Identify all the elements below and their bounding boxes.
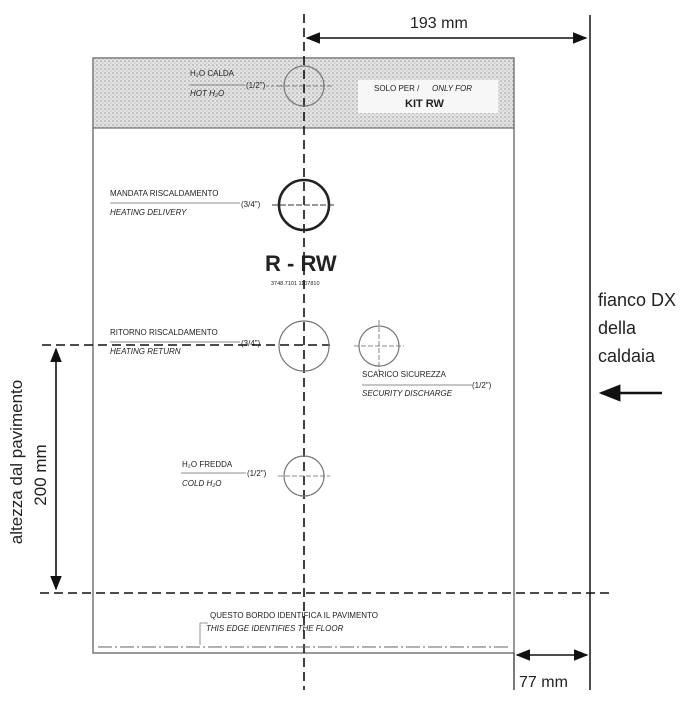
cold-water-size: (1/2") [247, 469, 267, 478]
cold-water-label-en: COLD H₂O [182, 479, 222, 488]
dimension-200-label: 200 mm [31, 444, 50, 505]
solo-per-label: SOLO PER / [374, 84, 420, 93]
heating-delivery-label-it: MANDATA RISCALDAMENTO [110, 189, 218, 198]
heating-delivery-size: (3/4") [241, 200, 261, 209]
dimension-77-label: 77 mm [519, 674, 568, 691]
hot-water-size: (1/2") [246, 81, 266, 90]
heating-delivery-connection [272, 178, 336, 232]
security-discharge-connection [354, 320, 404, 372]
floor-edge-label-en: THIS EDGE IDENTIFIES THE FLOOR [206, 624, 344, 633]
security-discharge-size: (1/2") [472, 381, 492, 390]
hot-water-label-en: HOT H₂O [190, 89, 224, 98]
hot-water-connection [278, 65, 332, 107]
side-label-line2: della [598, 318, 637, 338]
floor-edge-leader [199, 622, 208, 645]
height-from-floor-label: altezza dal pavimento [7, 380, 26, 544]
only-for-label: ONLY FOR [432, 84, 472, 93]
model-code-title: R - RW [265, 251, 337, 276]
heating-return-size: (3/4") [241, 339, 261, 348]
heating-return-connection [278, 320, 330, 372]
model-code-number: 3748.7101 1107810 [271, 281, 320, 287]
heating-return-label-en: HEATING RETURN [110, 347, 181, 356]
heating-return-label-it: RITORNO RISCALDAMENTO [110, 328, 218, 337]
hot-water-label-it: H₂O CALDA [190, 69, 235, 78]
security-discharge-label-en: SECURITY DISCHARGE [362, 389, 453, 398]
side-label-line3: caldaia [598, 346, 656, 366]
heating-delivery-label-en: HEATING DELIVERY [110, 208, 187, 217]
side-label-line1: fianco DX [598, 290, 676, 310]
kit-rw-box [358, 80, 498, 113]
dimension-193-label: 193 mm [410, 15, 468, 32]
floor-edge-label-it: QUESTO BORDO IDENTIFICA IL PAVIMENTO [210, 611, 378, 620]
cold-water-connection [278, 455, 330, 497]
kit-rw-label: KIT RW [405, 98, 445, 110]
security-discharge-label-it: SCARICO SICUREZZA [362, 370, 447, 379]
cold-water-label-it: H₂O FREDDA [182, 460, 233, 469]
